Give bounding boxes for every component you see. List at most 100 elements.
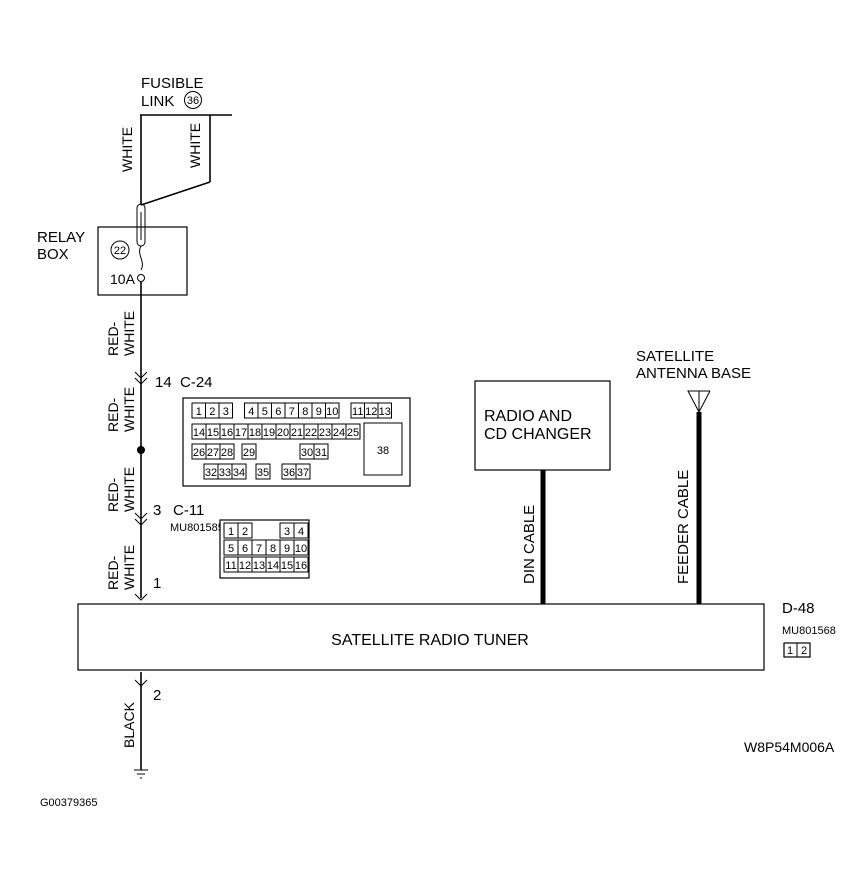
- fuse-rating: 10A: [110, 271, 136, 287]
- c11-pin-4-cell: [293, 522, 309, 539]
- c24-pin-3: 3: [223, 406, 229, 418]
- fusible-link-number: 36: [187, 95, 199, 107]
- red-white-label-1-b: WHITE: [121, 311, 137, 356]
- c24-id: C-24: [180, 374, 213, 391]
- c24-pin-25-cell: [345, 423, 361, 440]
- c24-pin-12: 12: [365, 406, 377, 418]
- c24-pin-14: 14: [193, 427, 205, 439]
- c11-pin-11: 11: [225, 560, 236, 572]
- c24-pin-3-cell: [218, 402, 233, 419]
- c24-pin-28-cell: [219, 443, 235, 460]
- c24-pin: 14: [155, 374, 172, 391]
- radio-cd-changer-box: [474, 380, 611, 471]
- c24-pin-16: 16: [221, 427, 233, 439]
- c24-pin-37: 37: [297, 467, 309, 479]
- c24-pin-11: 11: [352, 406, 363, 418]
- c11-pin-4: 4: [298, 526, 304, 538]
- c24-pin-21: 21: [291, 427, 303, 439]
- c24-pin-35-cell: [255, 463, 271, 480]
- c24-pin-28: 28: [221, 447, 233, 459]
- red-white-label-4-a: RED-: [105, 555, 121, 590]
- relay-box-number: 22: [114, 245, 126, 257]
- red-white-label-2-a: RED-: [105, 397, 121, 432]
- c24-pin-10: 10: [326, 406, 338, 418]
- ground-pin: 2: [153, 687, 161, 704]
- red-white-label-1-a: RED-: [105, 321, 121, 356]
- c11-pin-6: 6: [242, 543, 248, 555]
- radio-label-line2: CD CHANGER: [484, 426, 592, 443]
- c24-pin-4: 4: [248, 406, 254, 418]
- antenna-label-line1: SATELLITE: [636, 348, 714, 365]
- relay-box-number-circle: [110, 240, 130, 260]
- c24-pin-8: 8: [302, 406, 308, 418]
- satellite-radio-tuner-box: [77, 603, 765, 671]
- c11-pin: 3: [153, 502, 161, 519]
- antenna-label-line2: ANTENNA BASE: [636, 365, 751, 382]
- c24-pin-6: 6: [275, 406, 281, 418]
- ground-icon: [134, 769, 148, 779]
- fusible-link-label-line1: FUSIBLE: [141, 75, 204, 92]
- c24-pin-5: 5: [262, 406, 268, 418]
- c24-pin-24: 24: [333, 427, 345, 439]
- c24-pin-36: 36: [283, 467, 295, 479]
- c24-pin-32: 32: [205, 467, 217, 479]
- radio-label-line1: RADIO AND: [484, 408, 572, 425]
- din-cable-label: DIN CABLE: [521, 505, 538, 584]
- c24-pin-31-cell: [313, 443, 329, 460]
- c11-pin-5: 5: [228, 543, 234, 555]
- figure-code: W8P54M006A: [744, 739, 835, 755]
- c24-chevron-icon: [134, 371, 148, 385]
- c11-pin-8: 8: [270, 543, 276, 555]
- c24-pin-23: 23: [319, 427, 331, 439]
- c24-pin-7: 7: [289, 406, 295, 418]
- c24-pin-31: 31: [315, 447, 327, 459]
- c24-pin-25: 25: [347, 427, 359, 439]
- splice-point-icon: [137, 446, 145, 454]
- red-white-label-3-a: RED-: [105, 477, 121, 512]
- c24-pin-38-cell: [363, 422, 403, 476]
- d48-id: D-48: [782, 600, 815, 617]
- white-wire-right-label: WHITE: [187, 123, 203, 168]
- c11-pin-3: 3: [284, 526, 290, 538]
- relay-box: [97, 226, 188, 296]
- c24-pin-33: 33: [219, 467, 231, 479]
- c11-pin-2-cell: [237, 522, 253, 539]
- black-wire-label: BLACK: [121, 701, 137, 748]
- fuse-terminal: [137, 274, 145, 282]
- tuner-input-pin: 1: [153, 575, 161, 592]
- c24-pin-37-cell: [295, 463, 311, 480]
- c11-pin-13: 13: [253, 560, 265, 572]
- c24-pin-17: 17: [235, 427, 247, 439]
- c24-pin-9: 9: [316, 406, 322, 418]
- document-code: G00379365: [40, 797, 98, 809]
- c24-pin-13: 13: [379, 406, 391, 418]
- c11-pin-16: 16: [295, 560, 307, 572]
- c11-pin-7: 7: [256, 543, 262, 555]
- d48-pin-1: 1: [787, 645, 793, 657]
- c24-pin-35: 35: [257, 467, 269, 479]
- fusible-link-number-circle: [184, 91, 202, 109]
- relay-box-label-line1: RELAY: [37, 229, 85, 246]
- c24-pin-30: 30: [301, 447, 313, 459]
- c24-pin-29: 29: [243, 447, 255, 459]
- c24-pin-19: 19: [263, 427, 275, 439]
- c24-pin-34: 34: [233, 467, 245, 479]
- c24-pin-27: 27: [207, 447, 219, 459]
- c24-pin-1: 1: [196, 406, 202, 418]
- white-wire-left-label: WHITE: [119, 127, 135, 172]
- red-white-label-4-b: WHITE: [121, 545, 137, 590]
- c24-pin-15: 15: [207, 427, 219, 439]
- c11-part-number: MU801585: [170, 522, 224, 534]
- c24-pin-22: 22: [305, 427, 317, 439]
- c11-id: C-11: [173, 502, 204, 519]
